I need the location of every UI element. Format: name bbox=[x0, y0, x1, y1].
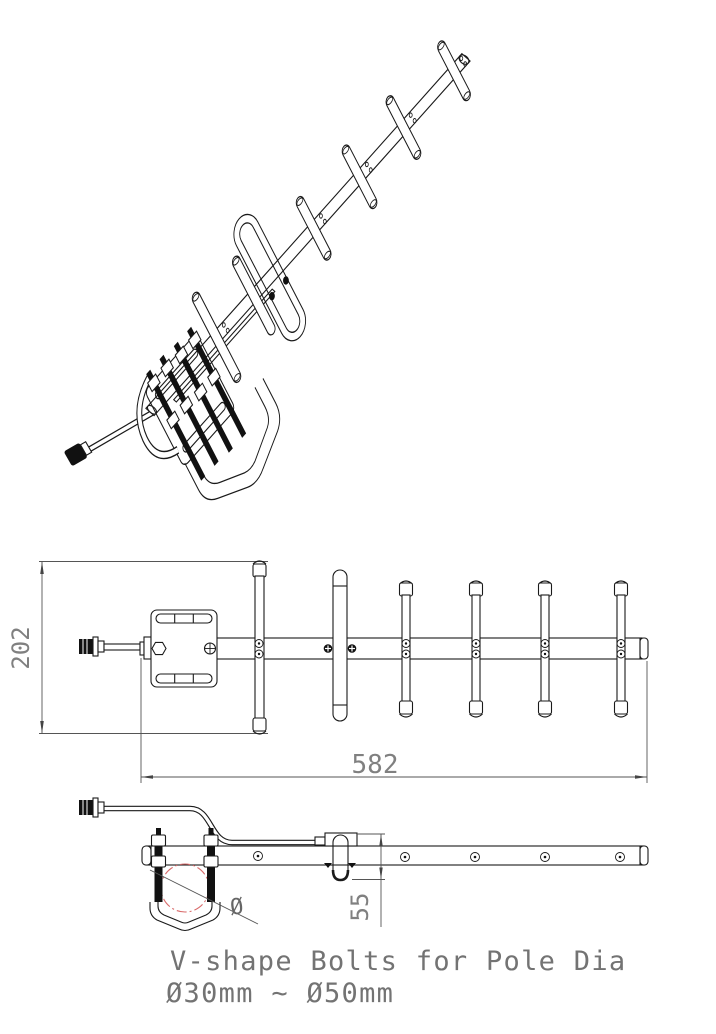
caption-line1: V-shape Bolts for Pole Dia bbox=[170, 946, 627, 977]
dim-length-label: 582 bbox=[352, 750, 399, 780]
folded-dipole-loop bbox=[233, 213, 307, 342]
feed-screws bbox=[323, 644, 357, 653]
caption: V-shape Bolts for Pole Dia Ø30mm ~ Ø50mm bbox=[166, 946, 627, 1010]
isometric-view bbox=[64, 40, 471, 501]
dimension-582: 582 bbox=[140, 658, 648, 783]
dim-depth-label: 55 bbox=[346, 893, 374, 922]
directors-side bbox=[398, 580, 629, 718]
boom-screws-bottom bbox=[253, 851, 625, 862]
plate-screw bbox=[203, 642, 217, 655]
side-connector bbox=[79, 636, 152, 660]
bottom-plan-view: Ø 55 bbox=[79, 797, 649, 932]
boom-side bbox=[214, 637, 649, 660]
driven-element bbox=[231, 255, 276, 336]
v-bolt-right bbox=[203, 828, 219, 902]
v-bolts bbox=[146, 326, 247, 481]
bottom-cable bbox=[79, 797, 316, 846]
mounting-plate-side bbox=[150, 609, 218, 688]
diameter-leader-line bbox=[149, 869, 259, 925]
director-element bbox=[295, 195, 332, 261]
boom-screws bbox=[221, 55, 468, 334]
dipole-bottom bbox=[314, 832, 358, 882]
director-element bbox=[437, 40, 471, 102]
feed-terminal bbox=[269, 291, 275, 301]
boom-isometric bbox=[145, 52, 471, 417]
side-elevation-view: 202 582 bbox=[7, 560, 649, 783]
feed-terminal bbox=[283, 276, 289, 285]
v-bolt-left bbox=[150, 828, 167, 902]
dimension-55: 55 bbox=[346, 833, 385, 927]
boom-screws-side bbox=[254, 639, 626, 659]
reflector-element bbox=[191, 291, 242, 384]
boom-bottom bbox=[141, 845, 649, 866]
rf-connector bbox=[64, 441, 93, 466]
dimension-202: 202 bbox=[7, 561, 268, 734]
dim-height-label: 202 bbox=[7, 626, 35, 669]
driven-element-side bbox=[332, 569, 348, 722]
v-clamp-bottom: Ø bbox=[149, 828, 259, 932]
caption-line2: Ø30mm ~ Ø50mm bbox=[166, 978, 395, 1009]
hex-hole bbox=[151, 641, 167, 656]
mounting-bracket bbox=[136, 326, 281, 501]
diameter-symbol: Ø bbox=[229, 894, 246, 921]
director-element bbox=[385, 95, 422, 160]
director-element bbox=[341, 144, 378, 210]
